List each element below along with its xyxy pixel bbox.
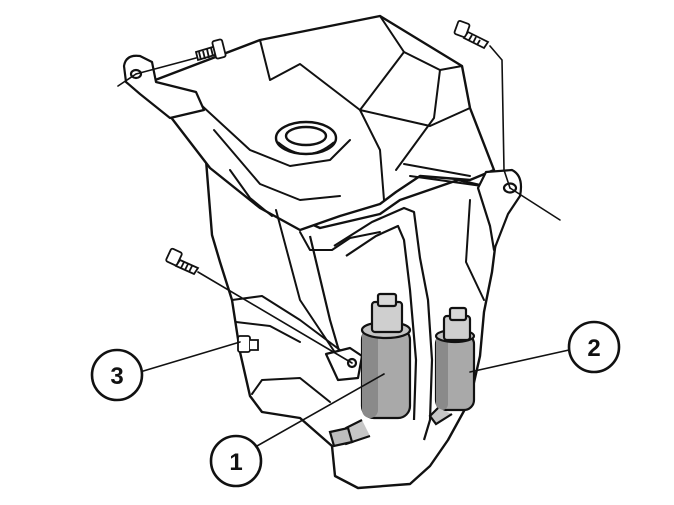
callout-1: 1 bbox=[209, 434, 263, 488]
callout-2-label: 2 bbox=[587, 335, 600, 362]
bolt-icon bbox=[453, 20, 490, 50]
front-washer-pump bbox=[328, 292, 412, 448]
callout-leaders bbox=[139, 341, 579, 451]
callout-3: 3 bbox=[90, 348, 144, 402]
filler-neck bbox=[274, 120, 338, 156]
reservoir-top-detail bbox=[199, 15, 485, 403]
nut-icon bbox=[237, 335, 259, 353]
callout-2: 2 bbox=[567, 320, 621, 374]
install-lines bbox=[117, 45, 561, 364]
reservoir-body bbox=[148, 14, 504, 490]
bolt-icon bbox=[165, 247, 200, 276]
callout-3-label: 3 bbox=[110, 363, 123, 390]
callout-1-label: 1 bbox=[229, 449, 242, 476]
pump-bracket bbox=[308, 206, 434, 441]
rear-washer-pump bbox=[428, 306, 476, 426]
bolt-icon bbox=[194, 38, 227, 62]
